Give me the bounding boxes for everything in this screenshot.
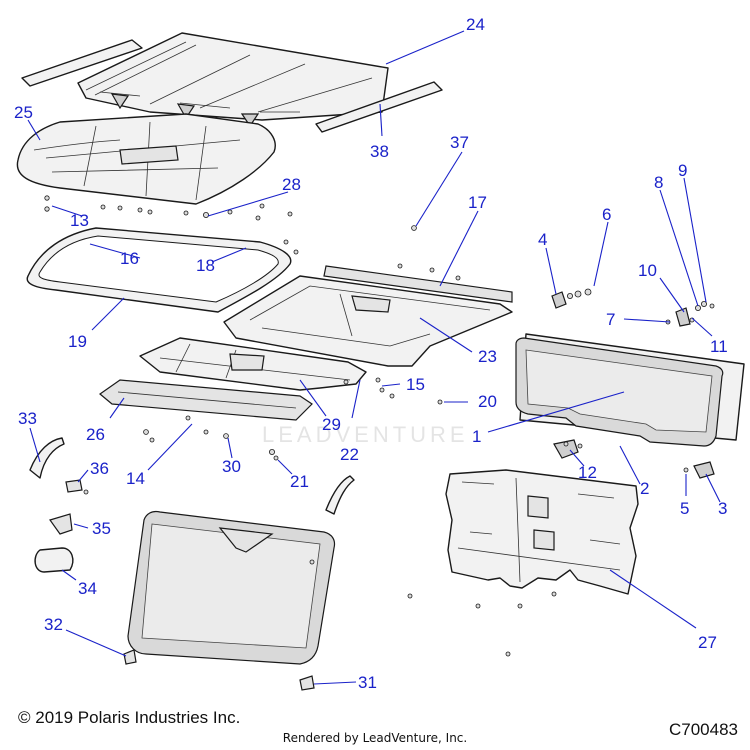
callout-25: 25 — [14, 103, 33, 122]
callout-30: 30 — [222, 457, 241, 476]
mirror-mount-35 — [49, 513, 73, 535]
watermark: LEADVENTURE — [262, 422, 469, 447]
bracket-31 — [299, 675, 315, 691]
callout-labels: 24 25 38 37 28 13 16 18 17 19 23 4 6 8 9… — [14, 15, 728, 692]
bracket-32 — [123, 649, 137, 665]
diagram-code: C700483 — [668, 720, 738, 739]
callout-19: 19 — [68, 332, 87, 351]
callout-20: 20 — [478, 392, 497, 411]
roof-top-25 — [16, 113, 276, 205]
callout-10: 10 — [638, 261, 657, 280]
callout-9: 9 — [678, 161, 687, 180]
bracket-bolt — [83, 489, 89, 495]
rear-panel-1 — [515, 333, 745, 447]
windshield-bolt — [309, 559, 315, 565]
callout-36: 36 — [90, 459, 109, 478]
callout-31: 31 — [358, 673, 377, 692]
callout-33: 33 — [18, 409, 37, 428]
rendered-by-text: Rendered by LeadVenture, Inc. — [282, 731, 468, 745]
trim-hardware — [143, 377, 443, 461]
bracket-36 — [65, 479, 83, 493]
callout-23: 23 — [478, 347, 497, 366]
latch-3 — [683, 461, 715, 479]
callout-38: 38 — [370, 142, 389, 161]
callout-6: 6 — [602, 205, 611, 224]
roof-bolts-13 — [44, 195, 293, 221]
callout-26: 26 — [86, 425, 105, 444]
headliner-23 — [223, 275, 513, 367]
roof-seal-strip-38 — [315, 81, 443, 133]
callout-13: 13 — [70, 211, 89, 230]
dome-panel-22 — [139, 337, 367, 391]
callout-24: 24 — [466, 15, 485, 34]
roof-frame-24 — [77, 32, 389, 128]
roof-seal-strip-left — [21, 39, 143, 87]
callout-16: 16 — [120, 249, 139, 268]
callout-22: 22 — [340, 445, 359, 464]
roof-seal-19 — [26, 227, 292, 313]
callout-35: 35 — [92, 519, 111, 538]
back-panel-27 — [445, 469, 639, 595]
hinge-7-11 — [665, 300, 715, 327]
trim-panel-26 — [99, 379, 313, 421]
callout-17: 17 — [468, 193, 487, 212]
rail-bolts — [283, 225, 461, 281]
callout-8: 8 — [654, 173, 663, 192]
callout-34: 34 — [78, 579, 97, 598]
copyright-text: © 2019 Polaris Industries Inc. — [18, 708, 241, 727]
callout-12: 12 — [578, 463, 597, 482]
callout-4: 4 — [538, 230, 547, 249]
wiper-strip — [325, 475, 355, 515]
header-rail-17 — [323, 265, 513, 303]
grab-handle-33 — [29, 437, 65, 479]
callout-2: 2 — [640, 479, 649, 498]
back-panel-hardware — [407, 591, 557, 657]
callout-21: 21 — [290, 472, 309, 491]
callout-28: 28 — [282, 175, 301, 194]
mirror-34 — [34, 547, 74, 573]
callout-29: 29 — [322, 415, 341, 434]
hinge-4-6 — [551, 288, 592, 309]
callout-32: 32 — [44, 615, 63, 634]
callout-3: 3 — [718, 499, 727, 518]
callout-27: 27 — [698, 633, 717, 652]
callout-11: 11 — [710, 337, 728, 356]
windshield — [127, 510, 336, 665]
leader-lines — [27, 30, 721, 685]
latch-12 — [553, 439, 583, 459]
callout-5: 5 — [680, 499, 689, 518]
callout-37: 37 — [450, 133, 469, 152]
callout-1: 1 — [472, 427, 481, 446]
callout-7: 7 — [606, 310, 615, 329]
callout-14: 14 — [126, 469, 145, 488]
callout-18: 18 — [196, 256, 215, 275]
callout-15: 15 — [406, 375, 425, 394]
